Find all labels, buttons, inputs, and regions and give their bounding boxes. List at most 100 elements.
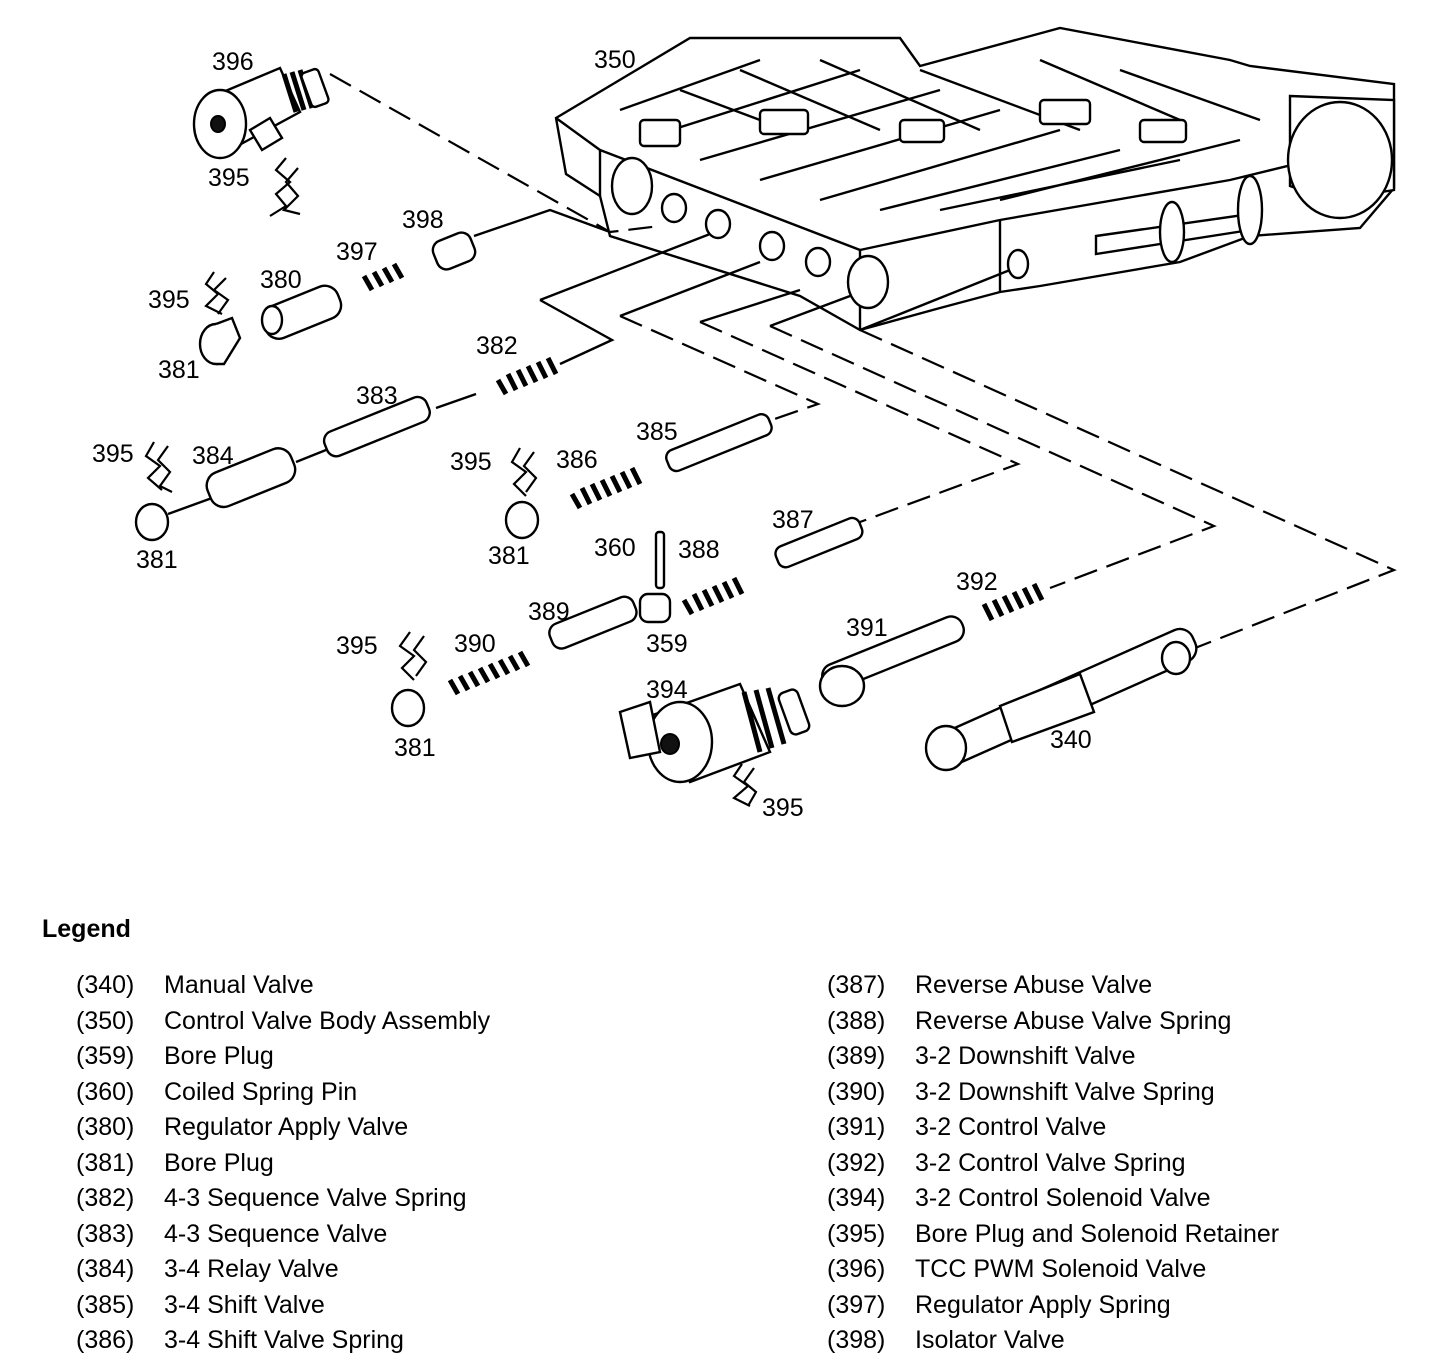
callout-398: 398	[402, 206, 444, 234]
legend-item-number: (381)	[76, 1148, 135, 1177]
legend-item-number: (391)	[827, 1113, 886, 1141]
callout-340: 340	[1050, 726, 1092, 754]
shift-valve-row	[504, 413, 773, 540]
legend-item-label: 3-4 Shift Valve	[164, 1290, 325, 1319]
callout-384: 384	[192, 442, 234, 470]
legend-item-number: (389)	[827, 1042, 886, 1070]
legend-column-right: (387)Reverse Abuse Valve (388)Reverse Ab…	[827, 968, 1279, 1359]
callout-387: 387	[772, 506, 814, 534]
legend-item-label: Coiled Spring Pin	[164, 1077, 358, 1106]
legend-item-number: (386)	[76, 1326, 135, 1354]
callout-395: 395	[208, 164, 250, 192]
callout-381: 381	[394, 734, 436, 762]
callout-382: 382	[476, 332, 518, 360]
legend-item-label: Bore Plug	[164, 1042, 274, 1070]
callout-350: 350	[594, 46, 636, 74]
legend-item-label: Bore Plug	[164, 1148, 274, 1177]
legend-item-label: 3-2 Control Valve	[915, 1113, 1107, 1141]
legend-item: (340) Manual Valve	[76, 968, 490, 1004]
callout-381: 381	[136, 546, 178, 574]
manual-valve	[924, 627, 1198, 772]
legend-item: (360) Coiled Spring Pin	[76, 1075, 490, 1111]
callout-380: 380	[260, 266, 302, 294]
legend-title: Legend	[42, 915, 131, 943]
retainer-clips	[144, 157, 758, 807]
legend-item-label: 4-3 Sequence Valve Spring	[164, 1184, 467, 1212]
legend-item-label: Reverse Abuse Valve Spring	[915, 1006, 1232, 1035]
callout-381: 381	[488, 542, 530, 570]
legend-column-left: (340) Manual Valve (350) Control Valve Bod…	[76, 968, 490, 1359]
legend-item-number: (392)	[827, 1148, 886, 1177]
callout-383: 383	[356, 382, 398, 410]
callout-385: 385	[636, 418, 678, 446]
callout-381: 381	[158, 356, 200, 384]
callout-395: 395	[336, 632, 378, 660]
legend-item-label: 3-2 Control Valve Spring	[915, 1148, 1186, 1177]
legend-item-number: (397)	[827, 1290, 886, 1319]
callout-395: 395	[450, 448, 492, 476]
legend-item: (392) 3-2 Control Valve Spring	[827, 1146, 1279, 1182]
legend-item-label: Isolator Valve	[915, 1326, 1065, 1354]
legend-item-number: (382)	[76, 1184, 135, 1212]
legend-item: (396) TCC PWM Solenoid Valve	[827, 1252, 1279, 1288]
callout-388: 388	[678, 536, 720, 564]
legend-item-label: 3-4 Relay Valve	[164, 1255, 339, 1283]
legend-item: (391) 3-2 Control Valve	[827, 1110, 1279, 1146]
callout-392: 392	[956, 568, 998, 596]
legend-item-label: 3-4 Shift Valve Spring	[164, 1326, 404, 1354]
callout-391: 391	[846, 614, 888, 642]
legend-item-number: (394)	[827, 1184, 886, 1212]
legend-item: (381) Bore Plug	[76, 1146, 490, 1182]
callout-360: 360	[594, 534, 636, 562]
legend-item-number: (390)	[827, 1077, 886, 1106]
legend-item-number: (360)	[76, 1077, 135, 1106]
callout-390: 390	[454, 630, 496, 658]
tcc-pwm-solenoid	[192, 66, 330, 160]
reverse-abuse-row	[548, 516, 864, 650]
control-solenoid	[618, 682, 811, 784]
legend-item-number: (380)	[76, 1113, 135, 1141]
legend-item: (394) 3-2 Control Solenoid Valve	[827, 1181, 1279, 1217]
legend-item-number: (396)	[827, 1255, 886, 1283]
control-valve-body	[554, 26, 1396, 332]
legend-item-label: Regulator Apply Valve	[164, 1113, 409, 1141]
callout-359: 359	[646, 630, 688, 658]
legend-item-number: (385)	[76, 1290, 135, 1319]
legend-item-number: (383)	[76, 1219, 135, 1248]
sequence-valve-row	[134, 356, 559, 542]
legend-item-label: 4-3 Sequence Valve	[164, 1219, 388, 1248]
legend-item: (388)Reverse Abuse Valve Spring	[827, 1004, 1279, 1040]
legend-item-number: (395)	[827, 1219, 886, 1248]
legend-item: (395) Bore Plug and Solenoid Retainer	[827, 1217, 1279, 1253]
regulator-apply-row	[198, 231, 477, 366]
legend-item: (380) Regulator Apply Valve	[76, 1110, 490, 1146]
legend-item-label: 3-2 Downshift Valve Spring	[915, 1077, 1215, 1106]
legend-item-label: Manual Valve	[164, 971, 314, 999]
legend-item-label: 3-2 Downshift Valve	[915, 1042, 1136, 1070]
legend-item-label: Control Valve Body Assembly	[164, 1006, 491, 1035]
legend-item: (398) Isolator Valve	[827, 1323, 1279, 1359]
legend-item: (397) Regulator Apply Spring	[827, 1288, 1279, 1324]
legend-item-label: 3-2 Control Solenoid Valve	[915, 1184, 1211, 1212]
callout-389: 389	[528, 598, 570, 626]
legend-item: (384)3-4 Relay Valve	[76, 1252, 490, 1288]
legend-item-number: (340)	[76, 971, 135, 999]
callout-396: 396	[212, 48, 254, 76]
callout-397: 397	[336, 238, 378, 266]
assembly-guide-lines	[329, 73, 1397, 652]
legend-item-label: TCC PWM Solenoid Valve	[915, 1255, 1207, 1283]
callout-395: 395	[148, 286, 190, 314]
callout-labels: 350 396 395 398 397 380 395 381 382 383 …	[92, 46, 1092, 822]
legend-item-label: Regulator Apply Spring	[915, 1290, 1171, 1319]
legend-item-label: Reverse Abuse Valve	[915, 971, 1153, 999]
downshift-row	[390, 582, 1045, 728]
legend-item: (390) 3-2 Downshift Valve Spring	[827, 1075, 1279, 1111]
legend-item-number: (350)	[76, 1006, 135, 1035]
callout-395: 395	[92, 440, 134, 468]
legend-item: (387)Reverse Abuse Valve	[827, 968, 1279, 1004]
legend-item-number: (398)	[827, 1326, 886, 1354]
valve-body-exploded-diagram: 350 396 395 398 397 380 395 381 382 383 …	[92, 26, 1397, 822]
legend-item-label: Bore Plug and Solenoid Retainer	[915, 1219, 1280, 1248]
legend-item: (382) 4-3 Sequence Valve Spring	[76, 1181, 490, 1217]
legend-item: (386) 3-4 Shift Valve Spring	[76, 1323, 490, 1359]
